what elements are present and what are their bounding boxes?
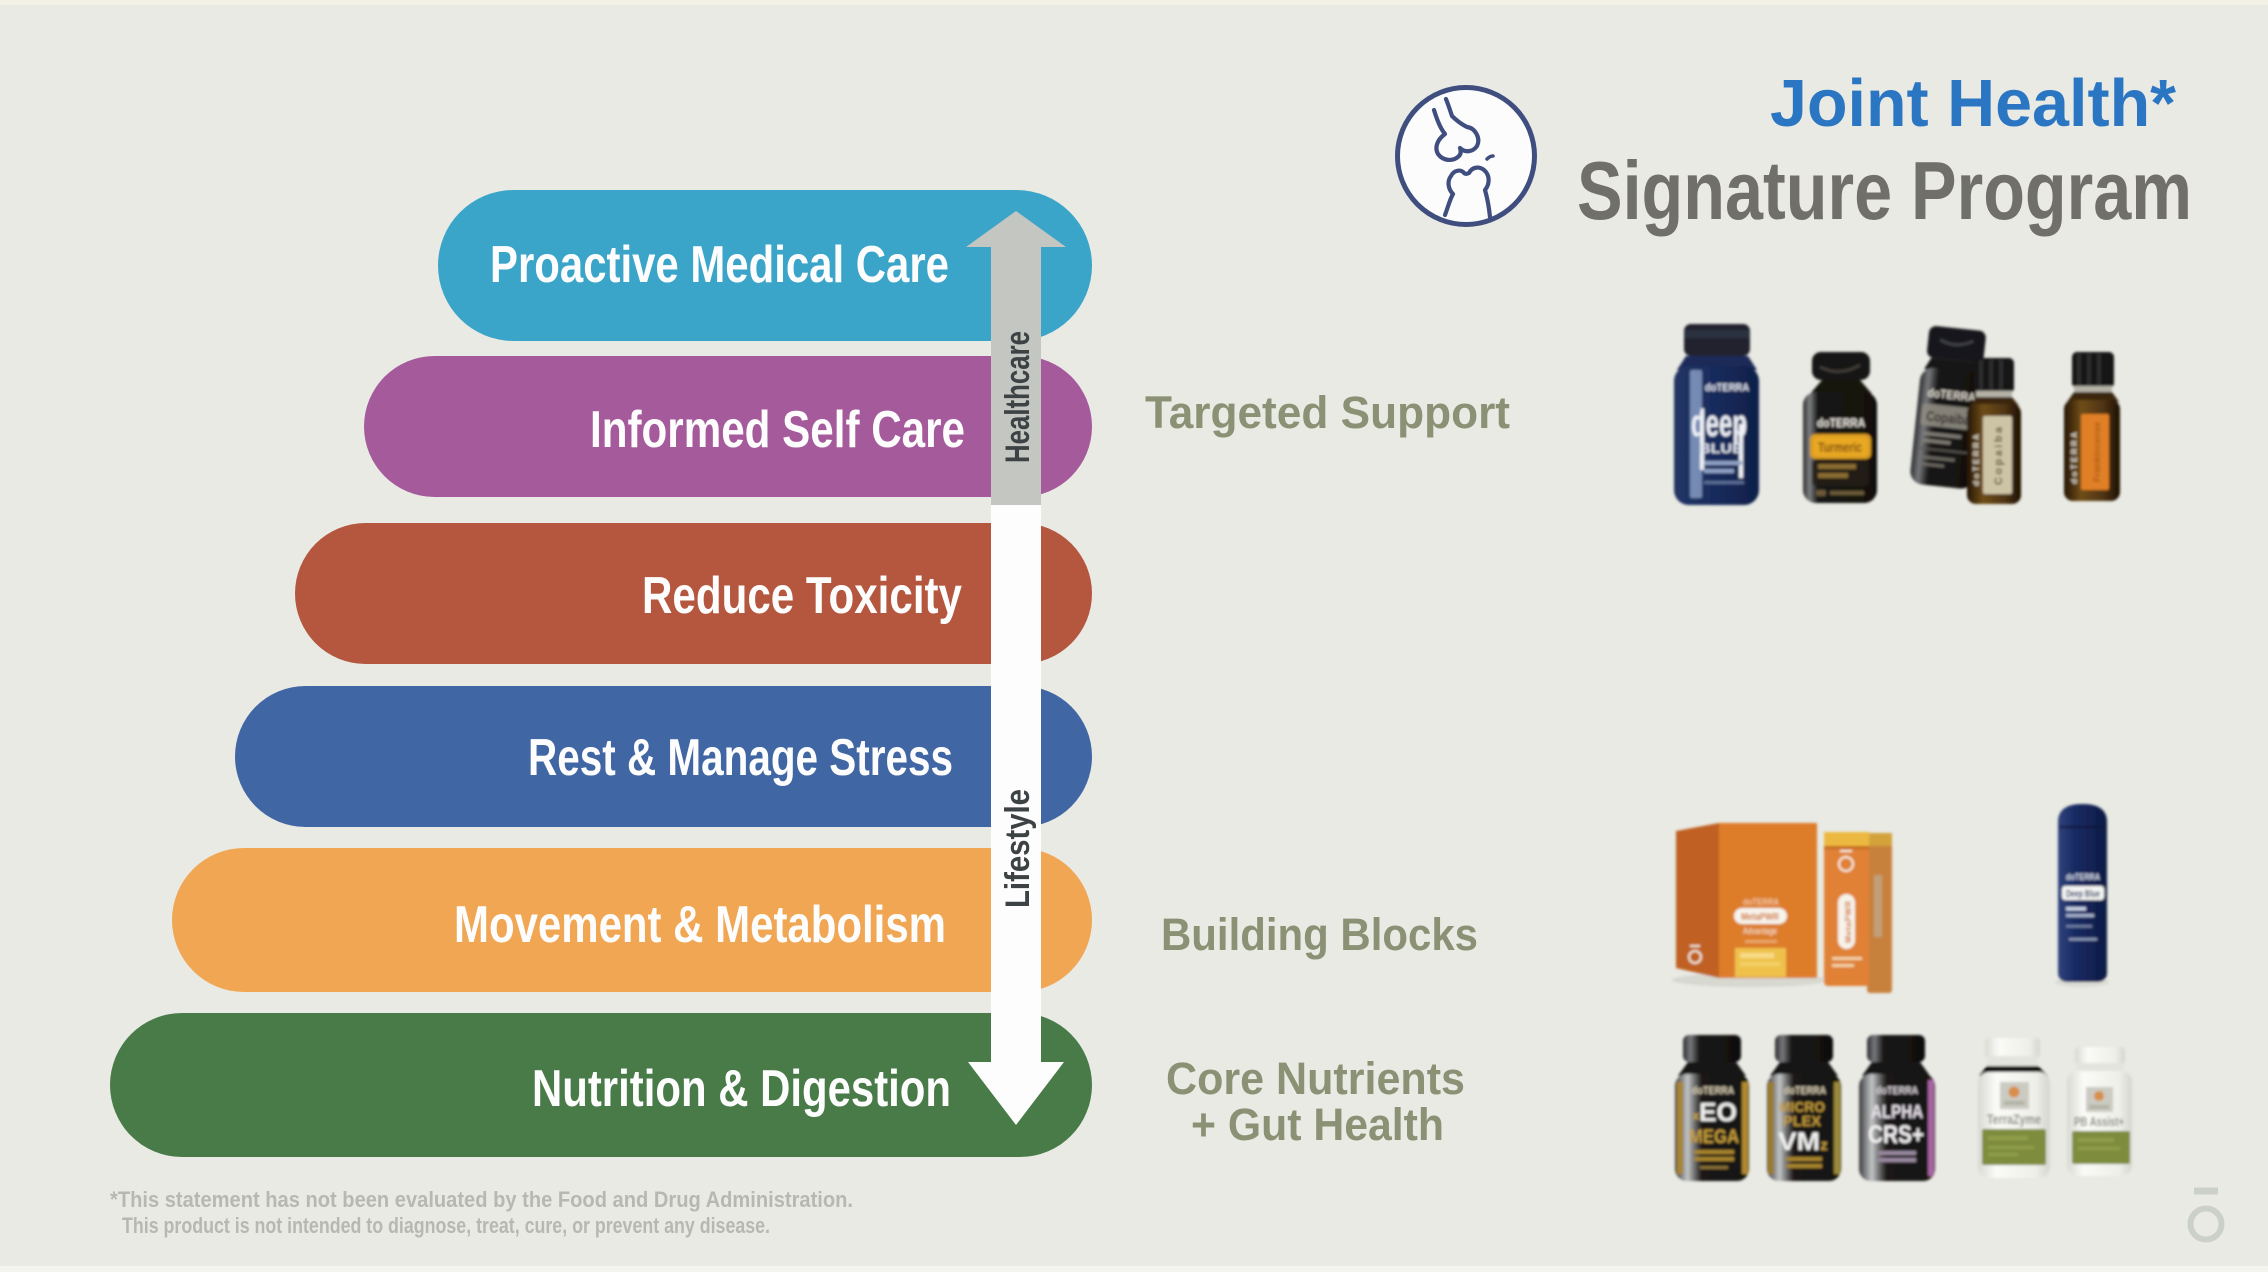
svg-text:doTERRA: doTERRA	[1705, 382, 1749, 394]
svg-text:Copaiba: Copaiba	[1993, 426, 2005, 485]
svg-text:Lifestyle: Lifestyle	[999, 789, 1037, 908]
svg-text:MEGA: MEGA	[1689, 1127, 1739, 1148]
svg-text:*This statement has not been e: *This statement has not been evaluated b…	[110, 1187, 853, 1212]
svg-text:Nutrition & Digestion: Nutrition & Digestion	[532, 1060, 951, 1118]
svg-text:ALPHA: ALPHA	[1871, 1102, 1923, 1122]
svg-text:TerraZyme: TerraZyme	[1987, 1111, 2041, 1127]
svg-text:Turmeric: Turmeric	[1818, 439, 1862, 455]
svg-text:doTERRA: doTERRA	[1817, 416, 1865, 430]
svg-text:This product is not intended t: This product is not intended to diagnose…	[122, 1213, 770, 1238]
svg-text:deep: deep	[1691, 403, 1747, 445]
svg-text:Joint Health*: Joint Health*	[1770, 66, 2177, 141]
svg-text:PLEX: PLEX	[1783, 1113, 1821, 1130]
svg-text:Frankincense: Frankincense	[2092, 422, 2102, 482]
svg-text:Reduce Toxicity: Reduce Toxicity	[642, 567, 962, 625]
svg-text:doTERRA: doTERRA	[1876, 1085, 1918, 1097]
svg-text:Proactive Medical Care: Proactive Medical Care	[490, 236, 949, 294]
svg-text:Rest & Manage Stress: Rest & Manage Stress	[528, 729, 953, 787]
svg-text:Copaiba: Copaiba	[1925, 408, 1971, 429]
svg-text:+ Gut Health: + Gut Health	[1191, 1099, 1444, 1150]
svg-text:Deep Blue: Deep Blue	[2066, 889, 2100, 900]
svg-text:CRS+: CRS+	[1868, 1121, 1924, 1149]
svg-text:Signature Program: Signature Program	[1577, 144, 2192, 237]
svg-text:doTERRA: doTERRA	[1971, 434, 1981, 486]
svg-text:Core Nutrients: Core Nutrients	[1166, 1053, 1465, 1104]
svg-text:PB Assist+: PB Assist+	[2074, 1114, 2124, 1129]
svg-text:MetaPWR: MetaPWR	[1741, 912, 1780, 923]
svg-text:MICRO: MICRO	[1779, 1099, 1825, 1116]
svg-text:Healthcare: Healthcare	[999, 331, 1037, 463]
svg-text:doTERRA: doTERRA	[2069, 432, 2079, 484]
svg-text:x: x	[1692, 1108, 1700, 1123]
svg-text:doTERRA: doTERRA	[1927, 386, 1976, 405]
svg-text:Movement & Metabolism: Movement & Metabolism	[454, 896, 946, 954]
svg-text:BLUE: BLUE	[1699, 440, 1743, 456]
svg-text:doTERRA: doTERRA	[1692, 1085, 1734, 1097]
svg-text:MetaPWR: MetaPWR	[1843, 901, 1853, 943]
svg-text:doTERRA: doTERRA	[2066, 872, 2100, 882]
svg-text:EO: EO	[1699, 1097, 1737, 1127]
svg-text:Targeted Support: Targeted Support	[1145, 387, 1510, 438]
svg-text:Advantage: Advantage	[1743, 926, 1777, 936]
svg-text:doTERRA: doTERRA	[1784, 1085, 1826, 1097]
svg-text:VM: VM	[1778, 1128, 1820, 1156]
svg-text:z: z	[1820, 1137, 1828, 1154]
svg-text:doTERRA: doTERRA	[1743, 897, 1779, 907]
svg-text:Building Blocks: Building Blocks	[1161, 909, 1478, 960]
svg-text:Informed Self Care: Informed Self Care	[590, 401, 965, 459]
